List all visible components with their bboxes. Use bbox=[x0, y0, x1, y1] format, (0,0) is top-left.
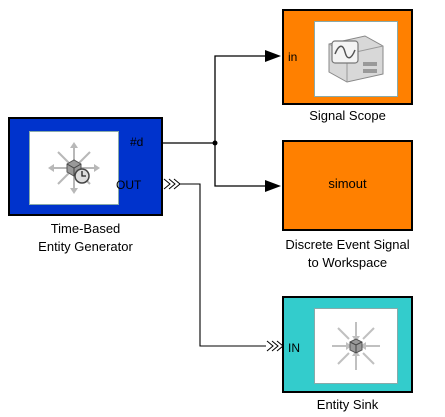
generator-caption-line2: Entity Generator bbox=[38, 239, 133, 254]
sink-caption: Entity Sink bbox=[316, 397, 379, 412]
workspace-caption: Discrete Event Signal to Workspace bbox=[262, 236, 433, 272]
arrowhead-workspace bbox=[265, 180, 281, 192]
scope-icon-panel bbox=[314, 21, 398, 97]
workspace-variable-label: simout bbox=[328, 176, 367, 191]
branch-point bbox=[212, 140, 218, 146]
signal-line-to-scope[interactable] bbox=[163, 55, 265, 144]
scope-caption: Signal Scope bbox=[309, 108, 386, 123]
signal-line-to-workspace[interactable] bbox=[214, 143, 265, 187]
generator-caption: Time-Based Entity Generator bbox=[8, 220, 163, 256]
sink-icon-panel bbox=[314, 308, 398, 384]
sink-in-port-label: IN bbox=[288, 341, 300, 355]
scope-icon bbox=[328, 35, 384, 83]
workspace-caption-line1: Discrete Event Signal bbox=[285, 237, 410, 252]
entity-line-to-sink[interactable] bbox=[179, 183, 266, 347]
arrowhead-scope bbox=[265, 50, 281, 62]
scope-in-port-label: in bbox=[288, 50, 298, 64]
generator-icon-panel bbox=[29, 131, 119, 205]
generator-caption-line1: Time-Based bbox=[50, 221, 121, 236]
entity-in-port-icon bbox=[266, 340, 284, 352]
workspace-caption-line2: to Workspace bbox=[307, 255, 388, 270]
out-port-label: OUT bbox=[116, 178, 142, 192]
time-based-entity-generator-block[interactable]: #d OUT bbox=[8, 117, 163, 216]
entity-generator-icon bbox=[48, 142, 100, 194]
entity-sink-icon bbox=[332, 322, 380, 370]
signal-scope-block[interactable]: in bbox=[282, 9, 413, 105]
entity-out-port-icon bbox=[163, 178, 181, 190]
signal-to-workspace-block[interactable]: simout bbox=[282, 140, 413, 231]
entity-sink-block[interactable]: IN bbox=[282, 296, 413, 393]
signal-port-label: #d bbox=[130, 135, 144, 149]
